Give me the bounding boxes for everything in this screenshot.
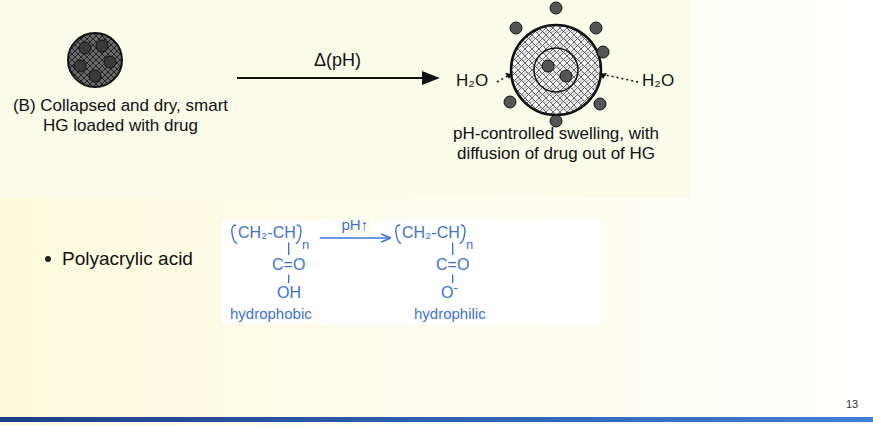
- structure-node: CH₂-CH nC=O O⁻ hydrophilic: [394, 224, 490, 325]
- repeat-unit: CH₂-CH: [402, 224, 460, 242]
- reaction-arrow: [320, 237, 390, 238]
- repeat-unit: CH₂-CH: [238, 224, 296, 242]
- bullet-dot: [45, 256, 51, 262]
- side-group: O⁻: [441, 284, 458, 302]
- caption-text: pH-controlled swelling, with diffusion o…: [442, 124, 670, 164]
- water-label: H₂O: [456, 71, 488, 91]
- reaction-arrow: [237, 77, 438, 79]
- structure-node: CH₂-CH nC=O OH hydrophobic: [230, 224, 316, 325]
- bond-line: [232, 225, 301, 283]
- property-label: hydrophilic: [414, 306, 486, 323]
- caption-text: (B) Collapsed and dry, smart HG loaded w…: [8, 96, 233, 136]
- carbonyl-group: C=O: [272, 256, 305, 274]
- collapsed-hydrogel: [68, 33, 122, 87]
- carbonyl-group: C=O: [436, 256, 469, 274]
- property-label: hydrophobic: [230, 306, 312, 323]
- subscript-n: n: [302, 238, 309, 252]
- footer-bar: [0, 417, 873, 422]
- side-group: OH: [277, 284, 301, 302]
- swollen-hydrogel: [497, 2, 638, 127]
- water-label: H₂O: [642, 71, 674, 91]
- hydrogel-node: pH-controlled swelling, with diffusion o…: [442, 20, 670, 164]
- hydrogel-node: (B) Collapsed and dry, smart HG loaded w…: [8, 20, 233, 136]
- subscript-n: n: [466, 238, 473, 252]
- arrow-label: pH↑: [340, 216, 371, 233]
- page-number: 13: [846, 398, 858, 410]
- bond-line: [396, 225, 465, 283]
- bullet-text: Polyacrylic acid: [62, 248, 193, 270]
- arrow-label: Δ(pH): [312, 50, 363, 71]
